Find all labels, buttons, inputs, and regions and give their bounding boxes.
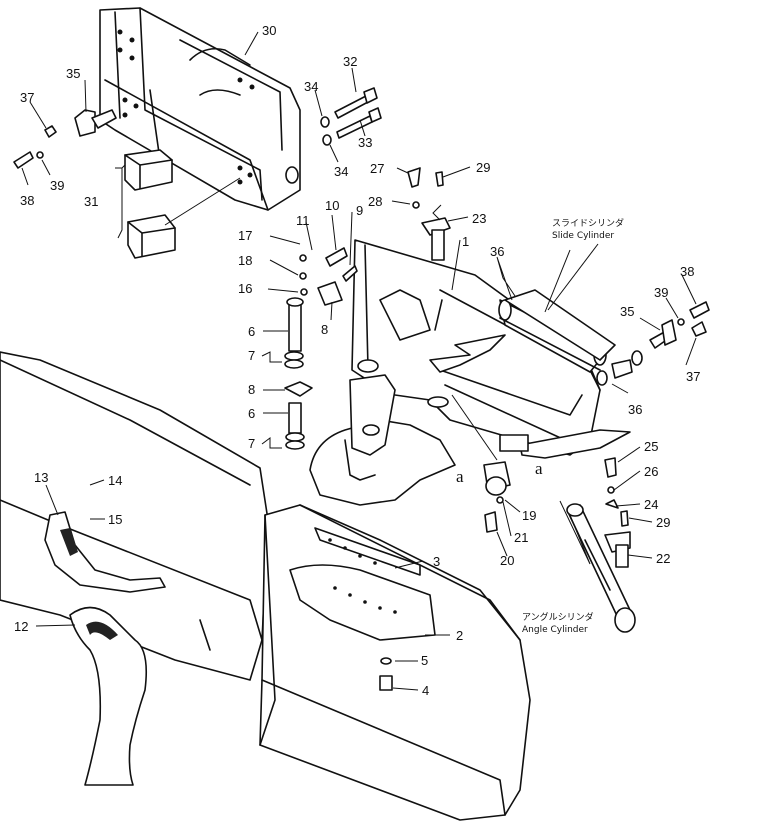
pivot-pins [284,247,358,450]
callout-35a: 35 [66,66,80,81]
callout-39a: 39 [50,178,64,193]
callout-28: 28 [368,194,382,209]
left-pin-hardware [13,109,117,169]
callout-38a: 38 [20,193,34,208]
captions: スライドシリンダ Slide Cylinder アングルシリンダ Angle C… [522,217,624,635]
callout-34a: 34 [304,79,318,94]
angle-cylinder-caption-jp: アングルシリンダ [522,611,594,623]
callout-22: 22 [656,551,670,566]
slide-cylinder-caption-en: Slide Cylinder [552,231,614,241]
slide-cylinder [499,289,643,386]
callout-7b: 7 [248,436,255,451]
callout-labels: 1 2 3 4 5 6 6 7 7 8 8 9 10 11 12 13 14 1… [14,23,700,698]
angle-cylinder [566,457,636,633]
callout-8b: 8 [248,382,255,397]
callout-15: 15 [108,512,122,527]
callout-4: 4 [422,683,429,698]
frame-bracket [99,7,301,211]
callout-12: 12 [14,619,28,634]
callout-35b: 35 [620,304,634,319]
callout-30: 30 [262,23,276,38]
callout-19: 19 [522,508,536,523]
callout-29a: 29 [476,160,490,175]
top-bolts [320,87,382,146]
section-marks: a a [456,459,543,486]
callout-32: 32 [343,54,357,69]
callout-31: 31 [84,194,98,209]
upper-fittings [407,167,451,261]
callout-38b: 38 [680,264,694,279]
callout-24: 24 [644,497,658,512]
pivot-casting [309,359,456,506]
callout-13: 13 [34,470,48,485]
callout-11: 11 [296,213,310,228]
callout-6a: 6 [248,324,255,339]
section-mark-a-right: a [535,459,543,478]
angle-cylinder-caption-en: Angle Cylinder [522,625,588,635]
callout-10: 10 [325,198,339,213]
callout-8a: 8 [321,322,328,337]
left-blade [0,351,269,681]
callout-17: 17 [238,228,252,243]
right-pin-hardware [649,301,710,349]
callout-37b: 37 [686,369,700,384]
right-blade [259,504,531,821]
leader-lines [21,31,697,691]
callout-16: 16 [238,281,252,296]
callout-18: 18 [238,253,252,268]
callout-37a: 37 [20,90,34,105]
callout-5: 5 [421,653,428,668]
callout-14: 14 [108,473,122,488]
callout-33: 33 [358,135,372,150]
section-mark-a-left: a [456,467,464,486]
main-frame [351,239,631,459]
wear-blocks [124,149,241,259]
callout-39b: 39 [654,285,668,300]
callout-36a: 36 [490,244,504,259]
callout-21: 21 [514,530,528,545]
callout-36b: 36 [628,402,642,417]
callout-1: 1 [462,234,469,249]
callout-27: 27 [370,161,384,176]
callout-6b: 6 [248,406,255,421]
callout-26: 26 [644,464,658,479]
callout-29b: 29 [656,515,670,530]
callout-2: 2 [456,628,463,643]
slide-cylinder-caption-jp: スライドシリンダ [552,217,624,229]
callout-7a: 7 [248,348,255,363]
callout-20: 20 [500,553,514,568]
callout-3: 3 [433,554,440,569]
callout-25: 25 [644,439,658,454]
lower-center-fittings [451,394,511,533]
callout-23: 23 [472,211,486,226]
callout-34b: 34 [334,164,348,179]
callout-9: 9 [356,203,363,218]
end-bit [69,606,148,786]
